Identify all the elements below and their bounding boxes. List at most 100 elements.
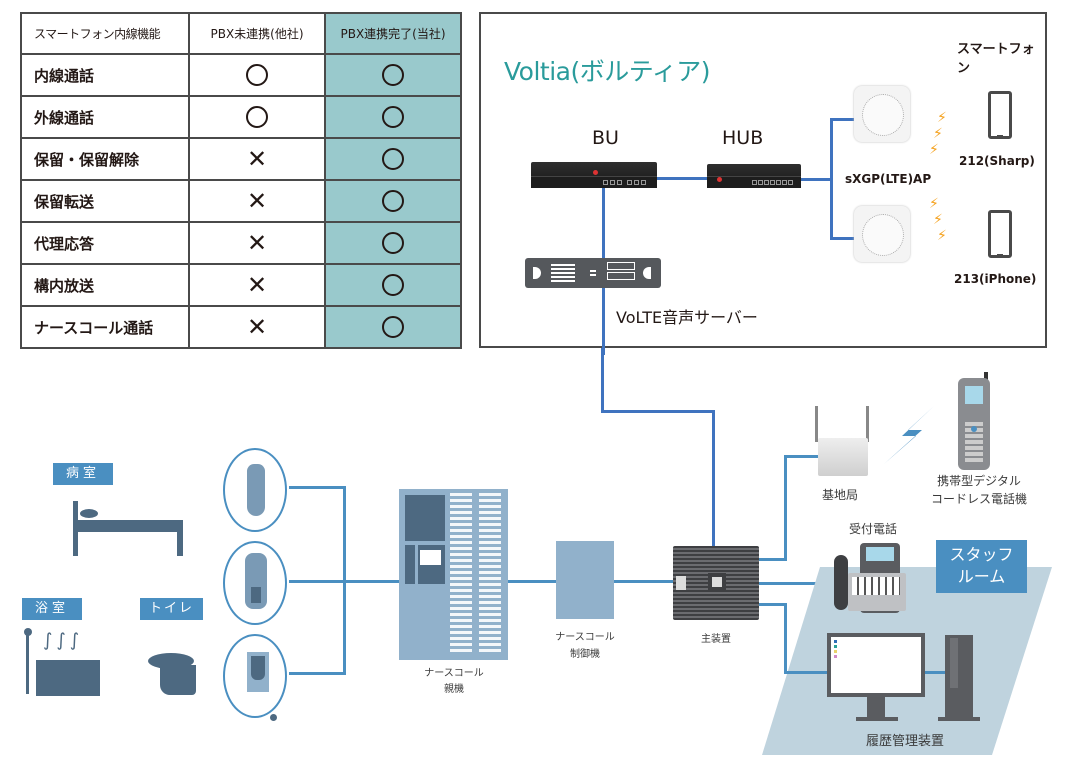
main-pc-wire-3 xyxy=(784,671,830,674)
other-cell: ✕ xyxy=(188,263,326,307)
main-unit-label: 主装置 xyxy=(701,634,731,645)
staff-room-label-1: スタッフ xyxy=(949,545,1014,564)
supported-icon xyxy=(246,106,268,128)
other-cell xyxy=(188,53,326,97)
handset-call-button xyxy=(223,448,287,532)
main-base-wire-3 xyxy=(784,455,818,458)
monitor-tower-wire xyxy=(925,671,947,674)
main-base-wire-1 xyxy=(759,558,787,561)
ap2-wire xyxy=(830,237,854,240)
other-cell: ✕ xyxy=(188,221,326,265)
cordless-label-1: 携帯型デジタル xyxy=(937,474,1021,488)
phone1-label: 212(Sharp) xyxy=(959,154,1035,168)
smartphone-header: スマートフォン xyxy=(957,42,1035,76)
staff-room-label: スタッフ ルーム xyxy=(936,540,1027,593)
nc-master-label-2: 親機 xyxy=(444,684,464,695)
signal-bolt-icon: ⚡ xyxy=(933,212,943,228)
table-row: 外線通話 xyxy=(20,95,462,139)
unsupported-icon: ✕ xyxy=(246,313,268,341)
hub-label: HUB xyxy=(722,127,764,149)
unsupported-icon: ✕ xyxy=(246,145,268,173)
feature-cell: 構内放送 xyxy=(20,263,190,307)
table-header-row: スマートフォン内線機能 PBX未連携(他社) PBX連携完了(当社) xyxy=(20,12,462,55)
other-cell: ✕ xyxy=(188,305,326,349)
ap1-wire xyxy=(830,118,854,121)
reception-phone-label: 受付電話 xyxy=(848,522,897,536)
supported-icon xyxy=(246,64,268,86)
handset3-wire xyxy=(289,672,345,675)
ours-cell xyxy=(324,263,462,307)
unsupported-icon: ✕ xyxy=(246,229,268,257)
nurse-call-master xyxy=(399,489,508,660)
staff-room-label-2: ルーム xyxy=(957,567,1006,586)
supported-icon xyxy=(382,232,404,254)
cordless-label-2: コードレス電話機 xyxy=(930,492,1027,506)
room-label-toilet: トイレ xyxy=(140,598,203,620)
feature-cell: ナースコール通話 xyxy=(20,305,190,349)
server-label: VoLTE音声サーバー xyxy=(616,308,758,327)
ours-cell xyxy=(324,179,462,223)
wireless-bolt-icon xyxy=(884,406,934,464)
signal-bolt-icon: ⚡ xyxy=(929,196,939,212)
bu-hub-wire xyxy=(655,177,707,180)
supported-icon xyxy=(382,64,404,86)
nurse-call-controller xyxy=(556,541,614,619)
volte-server xyxy=(525,258,661,288)
other-cell xyxy=(188,95,326,139)
signal-bolt-icon: ⚡ xyxy=(933,126,943,142)
ours-cell xyxy=(324,53,462,97)
ours-cell xyxy=(324,305,462,349)
smartphone-icon xyxy=(988,91,1012,139)
main-pc-wire-2 xyxy=(784,603,787,673)
nc-ctrl-label-2: 制御機 xyxy=(570,649,600,660)
voltia-title: Voltia(ボルティア) xyxy=(504,57,710,86)
sxgp-ap-2 xyxy=(854,206,910,262)
server-main-wire-2 xyxy=(601,410,715,413)
hub-ap-wire xyxy=(798,178,832,181)
ap-label: sXGP(LTE)AP xyxy=(845,172,932,186)
nc-ctrl-label-1: ナースコール xyxy=(555,632,615,643)
sxgp-ap-1 xyxy=(854,86,910,142)
wall-call-button xyxy=(223,634,287,718)
phone2-label: 213(iPhone) xyxy=(954,272,1037,286)
grip-call-button xyxy=(223,541,287,625)
other-cell: ✕ xyxy=(188,179,326,223)
room-label-bath: 浴室 xyxy=(22,598,82,620)
ours-cell xyxy=(324,221,462,265)
signal-bolt-icon: ⚡ xyxy=(937,228,947,244)
main-phone-wire xyxy=(759,582,839,585)
other-cell: ✕ xyxy=(188,137,326,181)
ours-cell xyxy=(324,95,462,139)
bu-device xyxy=(531,162,657,188)
supported-icon xyxy=(382,274,404,296)
feature-cell: 内線通話 xyxy=(20,53,190,97)
table-row: 内線通話 xyxy=(20,53,462,97)
supported-icon xyxy=(382,106,404,128)
ap-branch-wire xyxy=(830,118,833,240)
handset1-wire xyxy=(289,486,345,489)
room-label-patient: 病室 xyxy=(53,463,113,485)
main-unit xyxy=(673,546,759,620)
main-base-wire-2 xyxy=(784,455,787,561)
table-row: 保留・保留解除✕ xyxy=(20,137,462,181)
table-row: 保留転送✕ xyxy=(20,179,462,223)
supported-icon xyxy=(382,190,404,212)
feature-cell: 外線通話 xyxy=(20,95,190,139)
supported-icon xyxy=(382,316,404,338)
signal-bolt-icon: ⚡ xyxy=(929,142,939,158)
nc-master-label-1: ナースコール xyxy=(424,668,484,679)
hub-device xyxy=(707,164,801,188)
history-mgmt-label: 履歴管理装置 xyxy=(865,734,944,749)
table-body: 内線通話外線通話保留・保留解除✕保留転送✕代理応答✕構内放送✕ナースコール通話✕ xyxy=(20,53,462,349)
ctrl-main-wire xyxy=(614,580,674,583)
unsupported-icon: ✕ xyxy=(246,187,268,215)
comparison-table: スマートフォン内線機能 PBX未連携(他社) PBX連携完了(当社) 内線通話外… xyxy=(20,12,462,349)
handset-bus-wire xyxy=(343,486,346,675)
voltia-panel: Voltia(ボルティア) スマートフォン BU HUB sXGP(LTE)AP… xyxy=(479,12,1047,355)
smartphone-icon xyxy=(988,210,1012,258)
supported-icon xyxy=(382,148,404,170)
header-feature: スマートフォン内線機能 xyxy=(20,12,190,55)
unsupported-icon: ✕ xyxy=(246,271,268,299)
table-row: ナースコール通話 ✕ xyxy=(20,305,462,349)
table-row: 構内放送 ✕ xyxy=(20,263,462,307)
